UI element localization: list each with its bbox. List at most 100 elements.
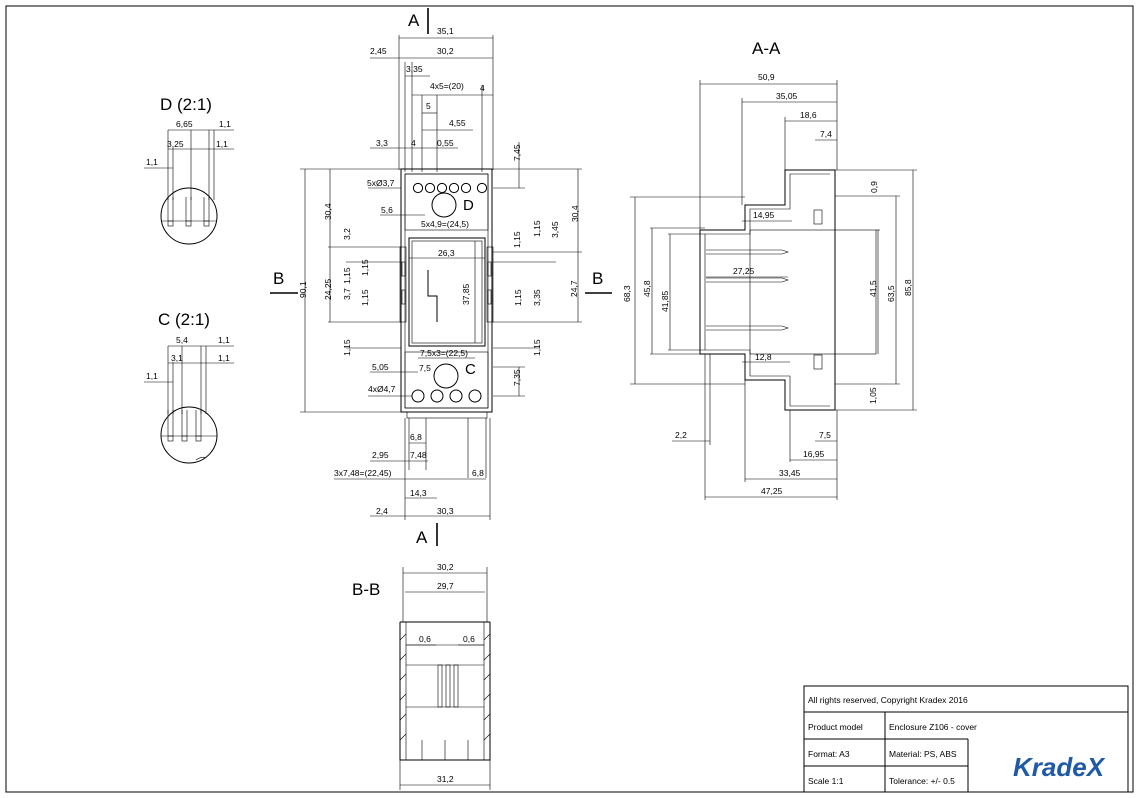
tb-format: Format: A3 (808, 749, 850, 759)
dim-18-6: 18,6 (800, 110, 817, 120)
dim-3-3: 3,3 (376, 138, 388, 148)
dim-1-15-e: 1,15 (513, 289, 523, 306)
dim-2-4: 2,4 (376, 506, 388, 516)
detail-c: C (2:1) 5,4 1,1 3,1 1,1 1,1 (144, 310, 234, 464)
bb-dim-30-2: 30,2 (437, 562, 454, 572)
detail-d-circle (160, 187, 218, 245)
dim-3-35: 3,35 (406, 64, 423, 74)
dim-7-5x3: 7,5x3=(22,5) (420, 348, 468, 358)
kradex-logo: KradeX (1013, 752, 1106, 782)
dim-5-05: 5,05 (372, 362, 389, 372)
dim-4-55: 4,55 (449, 118, 466, 128)
dim-16-95: 16,95 (803, 449, 825, 459)
dim-6-8-b: 6,8 (472, 468, 484, 478)
tb-material: Material: PS, ABS (889, 749, 957, 759)
dim-47-25: 47,25 (761, 486, 783, 496)
dim-27-25: 27,25 (733, 266, 755, 276)
detail-d: D (2:1) 6,65 1,1 3,25 1,1 1,1 (144, 95, 234, 245)
dim-7-48: 7,48 (410, 450, 427, 460)
dim-2-95: 2,95 (372, 450, 389, 460)
dim-1-15-h: 1,15 (342, 339, 352, 356)
dim-1-05: 1,05 (868, 387, 878, 404)
dim-24-7: 24,7 (569, 280, 579, 297)
dim-4b: 4 (411, 138, 416, 148)
dim-1-15-b: 1,15 (532, 220, 542, 237)
tb-product-label: Product model (808, 722, 863, 732)
section-bb-title: B-B (352, 580, 380, 599)
dim-7-4: 7,4 (820, 129, 832, 139)
section-marker-b-right: B (592, 269, 603, 288)
detail-c-dim-1-1-c: 1,1 (146, 371, 158, 381)
bb-hatch (399, 633, 491, 741)
detail-d-dim-6-65: 6,65 (176, 119, 193, 129)
detail-d-dim-1-1-b: 1,1 (216, 139, 228, 149)
tb-copyright: All rights reserved, Copyright Kradex 20… (808, 695, 968, 705)
section-aa-title: A-A (752, 39, 781, 58)
section-a-a: A-A 50,9 35,05 18,6 7,4 0,9 14,95 27,25 (622, 39, 917, 500)
dim-35-1: 35,1 (437, 26, 454, 36)
dim-63-5: 63,5 (886, 285, 896, 302)
dim-14-95: 14,95 (753, 210, 775, 220)
dim-37-85: 37,85 (461, 283, 471, 305)
detail-c-dim-5-4: 5,4 (176, 335, 188, 345)
section-marker-b-left: B (273, 269, 284, 288)
bb-dim-0-6-b: 0,6 (463, 634, 475, 644)
dim-33-45: 33,45 (779, 468, 801, 478)
section-marker-a-top: A (408, 11, 420, 30)
dim-2-2: 2,2 (675, 430, 687, 440)
detail-d-title: D (2:1) (160, 95, 212, 114)
dim-2-45: 2,45 (370, 46, 387, 56)
dim-7-5-aa: 7,5 (819, 430, 831, 440)
dim-1-15-d: 1,15 (360, 259, 370, 276)
bb-dim-0-6-a: 0,6 (419, 634, 431, 644)
dim-3x7-48: 3x7,48=(22,45) (334, 468, 392, 478)
dim-5xo3-7: 5xØ3,7 (367, 178, 395, 188)
tb-product-value: Enclosure Z106 - cover (889, 722, 977, 732)
dim-30-3: 30,3 (437, 506, 454, 516)
detail-c-circle (160, 406, 218, 464)
bb-dim-31-2: 31,2 (437, 774, 454, 784)
front-window (408, 237, 486, 347)
dim-5: 5 (426, 101, 431, 111)
detail-c-dim-3-1: 3,1 (171, 353, 183, 363)
dim-1-15-g: 1,15 (360, 289, 370, 306)
bottom-terminal-holes (411, 389, 482, 403)
dim-24-25: 24,25 (323, 278, 333, 300)
sheet-border (5, 5, 1134, 793)
title-block: All rights reserved, Copyright Kradex 20… (803, 685, 1129, 793)
dim-6-8-a: 6,8 (410, 432, 422, 442)
top-terminal-holes (412, 182, 488, 194)
dim-30-4-right: 30,4 (570, 205, 580, 222)
detail-c-dim-1-1-a: 1,1 (218, 335, 230, 345)
dim-7-35: 7,35 (512, 369, 522, 386)
dim-45-8: 45,8 (642, 280, 652, 297)
dim-50-9: 50,9 (758, 72, 775, 82)
detail-d-marker: D (463, 197, 474, 214)
tb-scale: Scale 1:1 (808, 776, 844, 786)
bb-profile (399, 622, 491, 761)
dim-1-15-a: 1,15 (512, 231, 522, 248)
dim-35-05: 35,05 (776, 91, 798, 101)
section-b-b: B-B 30,2 29,7 0,6 (352, 562, 491, 790)
aa-profile (699, 169, 836, 411)
detail-c-title: C (2:1) (158, 310, 210, 329)
dim-3-35-b: 3,35 (532, 289, 542, 306)
enclosure-outline (400, 168, 493, 413)
dim-41-5: 41,5 (868, 280, 878, 297)
tb-tolerance: Tolerance: +/- 0.5 (889, 776, 955, 786)
dim-30-2: 30,2 (437, 46, 454, 56)
dim-90-1: 90,1 (298, 281, 308, 298)
dim-1-15-f: 1,15 (532, 339, 542, 356)
detail-d-dim-1-1-c: 1,1 (146, 157, 158, 167)
detail-d-dim-3-25: 3,25 (167, 139, 184, 149)
dim-41-85: 41,85 (660, 290, 670, 312)
dim-4xo4-7: 4xØ4,7 (368, 384, 396, 394)
dim-14-3: 14,3 (410, 488, 427, 498)
dim-85-8: 85,8 (903, 279, 913, 296)
dim-4: 4 (480, 83, 485, 93)
dim-3-2: 3,2 (342, 228, 352, 240)
detail-c-marker: C (465, 361, 476, 378)
dim-26-3: 26,3 (438, 248, 455, 258)
dim-3-7: 3,7 (342, 288, 352, 300)
